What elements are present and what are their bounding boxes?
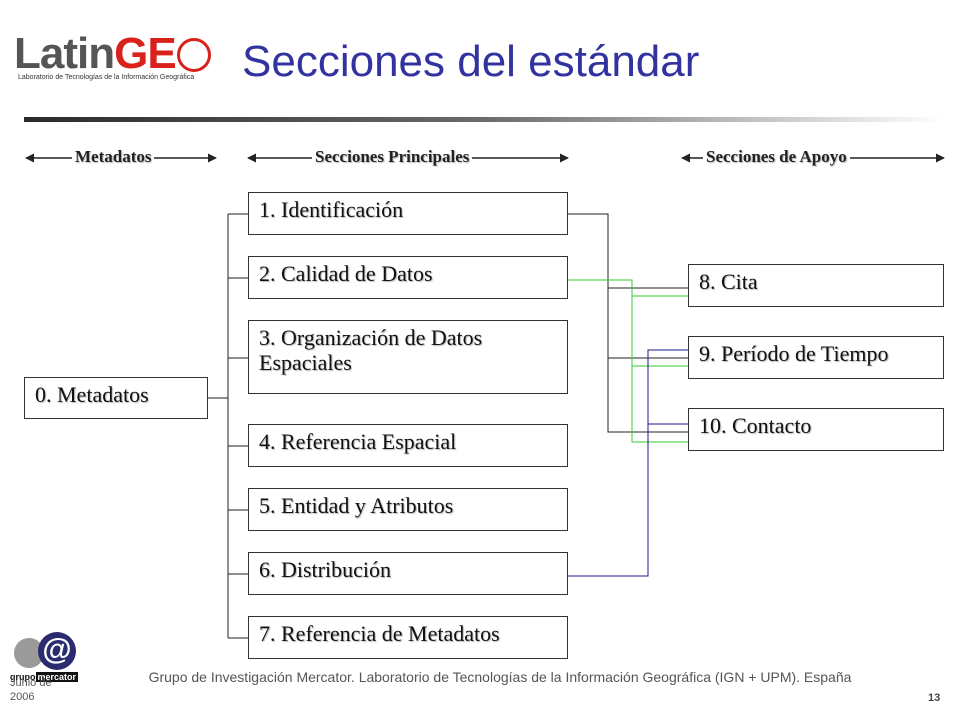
globe-icon <box>177 38 211 72</box>
box-calidad-datos: 2. Calidad de Datos <box>248 256 568 299</box>
links-calidad <box>568 279 688 443</box>
footer-date: Junio de 2006 <box>10 677 52 703</box>
logo-wordmark: LatinGE <box>14 29 177 78</box>
box-periodo-tiempo: 9. Período de Tiempo <box>688 336 944 379</box>
box-contacto: 10. Contacto <box>688 408 944 451</box>
header-metadatos: Metadatos <box>72 147 155 167</box>
header-principales: Secciones Principales <box>312 147 473 167</box>
box-cita: 8. Cita <box>688 264 944 307</box>
header-apoyo: Secciones de Apoyo <box>703 147 850 167</box>
box-entidad-atributos: 5. Entidad y Atributos <box>248 488 568 531</box>
at-sign-icon: @ <box>38 632 76 670</box>
footer-text: Grupo de Investigación Mercator. Laborat… <box>148 669 852 685</box>
latingeo-logo: LatinGE Laboratorio de Tecnologías de la… <box>12 28 212 98</box>
links-identificacion <box>568 213 688 433</box>
logo-subtitle: Laboratorio de Tecnologías de la Informa… <box>18 74 195 81</box>
box-metadatos: 0. Metadatos <box>24 377 208 419</box>
title-divider <box>24 117 944 122</box>
box-identificacion: 1. Identificación <box>248 192 568 235</box>
box-organizacion-datos: 3. Organización de Datos Espaciales <box>248 320 568 394</box>
box-referencia-espacial: 4. Referencia Espacial <box>248 424 568 467</box>
tree-main-sections <box>208 213 248 639</box>
slide-title: Secciones del estándar <box>242 37 700 86</box>
page-number: 13 <box>928 692 941 704</box>
links-distribucion <box>568 349 688 577</box>
box-distribucion: 6. Distribución <box>248 552 568 595</box>
box-referencia-metadatos: 7. Referencia de Metadatos <box>248 616 568 659</box>
